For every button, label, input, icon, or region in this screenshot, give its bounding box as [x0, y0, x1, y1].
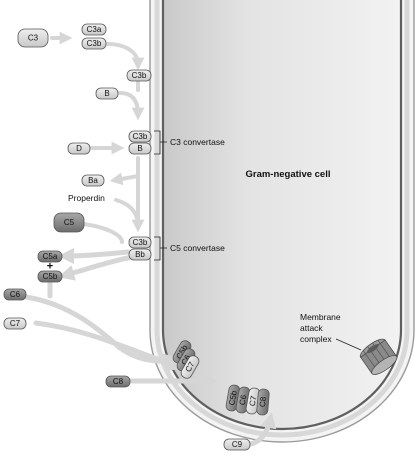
molecule-c7: C7 [3, 317, 27, 330]
cell-label: Gram-negative cell [245, 169, 330, 180]
molecule-c3b-second: C3b [126, 69, 152, 82]
svg-text:C5a: C5a [43, 252, 58, 261]
svg-text:C8: C8 [258, 396, 268, 408]
mac-label-line2: attack [300, 323, 323, 333]
properdin-label: Properdin [68, 193, 105, 203]
svg-text:C8: C8 [113, 377, 124, 386]
svg-text:C5b: C5b [227, 389, 239, 406]
c5-convertase-label: C5 convertase [170, 243, 225, 253]
svg-text:C3: C3 [28, 34, 39, 43]
molecule-c6: C6 [3, 288, 27, 301]
plus-sign: + [47, 261, 53, 273]
svg-text:C3b: C3b [132, 71, 147, 80]
svg-text:C5b: C5b [43, 272, 58, 281]
c3-convertase-label: C3 convertase [170, 137, 225, 147]
molecule-b: B [95, 87, 119, 100]
molecule-c5: C5 [53, 212, 85, 233]
svg-text:C7: C7 [248, 395, 259, 407]
molecule-c5a: C5a [37, 250, 63, 263]
svg-text:B: B [137, 144, 142, 153]
svg-text:C3b: C3b [133, 132, 148, 141]
molecule-ba: Ba [81, 174, 105, 187]
mac-label-line3: complex [300, 334, 332, 344]
membrane-bound-c5b-c6-c7-c8: C5b C6 C7 C8 [225, 384, 270, 416]
svg-text:C6: C6 [238, 394, 249, 406]
svg-text:C7: C7 [10, 319, 21, 328]
svg-text:C9: C9 [232, 440, 243, 449]
molecule-c3: C3 [17, 28, 49, 48]
svg-text:C6: C6 [10, 290, 21, 299]
svg-text:C3b: C3b [133, 238, 148, 247]
gram-negative-cell: Gram-negative cell [149, 0, 415, 443]
svg-text:C3b: C3b [87, 39, 102, 48]
molecule-c3a: C3a [81, 23, 107, 36]
svg-text:Bb: Bb [135, 250, 145, 259]
molecule-c5b: C5b [37, 270, 63, 283]
svg-text:D: D [76, 144, 82, 153]
molecule-c3b-top: C3b [81, 37, 107, 50]
molecule-d: D [67, 142, 91, 155]
pathway-arrows [23, 31, 362, 447]
membrane-attack-complex [359, 338, 398, 375]
svg-text:Ba: Ba [88, 176, 98, 185]
svg-text:B: B [104, 89, 109, 98]
c5-convertase-complex: C3b Bb C5 convertase [128, 236, 225, 261]
svg-text:C5: C5 [64, 218, 75, 227]
molecule-c8: C8 [105, 375, 131, 388]
svg-text:C3a: C3a [87, 25, 102, 34]
mac-label-line1: Membrane [300, 312, 341, 322]
molecule-c9: C9 [223, 438, 251, 451]
membrane-bound-c5b-c6-c7: C5b C6 C7 [172, 340, 200, 379]
c3-convertase-complex: C3b B C3 convertase [128, 130, 225, 155]
